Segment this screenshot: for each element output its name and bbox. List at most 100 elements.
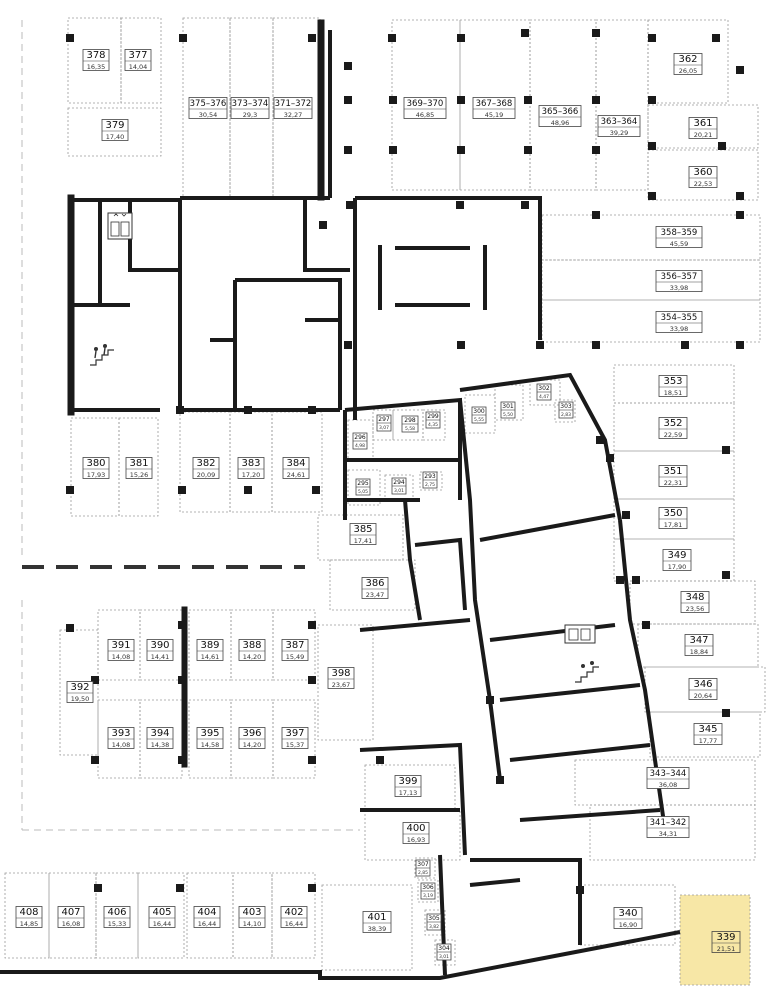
unit-outline bbox=[118, 417, 159, 517]
wall bbox=[181, 606, 188, 768]
unit-area: 21,51 bbox=[717, 945, 736, 953]
column bbox=[736, 211, 744, 219]
wall bbox=[499, 683, 641, 702]
unit-outline bbox=[59, 629, 99, 756]
unit-outline bbox=[644, 666, 766, 713]
columns bbox=[66, 29, 744, 894]
column bbox=[319, 221, 327, 229]
wall bbox=[317, 19, 325, 201]
unit-area: 33,98 bbox=[670, 284, 689, 292]
column bbox=[179, 34, 187, 42]
column bbox=[388, 34, 396, 42]
unit-label-box bbox=[673, 53, 703, 75]
unit-number: 404 bbox=[197, 907, 216, 918]
unit-label-box bbox=[646, 816, 690, 838]
unit-number: 392 bbox=[70, 682, 89, 693]
column bbox=[178, 676, 186, 684]
unit-area: 23,67 bbox=[332, 681, 351, 689]
column bbox=[718, 142, 726, 150]
column bbox=[376, 756, 384, 764]
unit-number: 301 bbox=[502, 403, 514, 410]
unit-area: 3,82 bbox=[429, 924, 439, 930]
unit-number: 388 bbox=[242, 640, 261, 651]
unit-area: 4,98 bbox=[355, 443, 365, 449]
unit-label-box bbox=[684, 634, 714, 656]
unit-number: 399 bbox=[398, 776, 417, 787]
